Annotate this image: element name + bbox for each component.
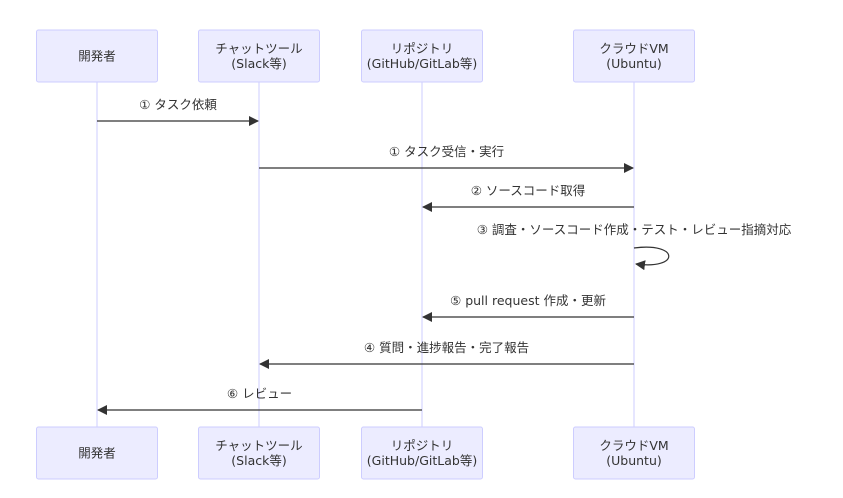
participant-label: (Ubuntu) — [606, 453, 662, 468]
participant-label: リポジトリ — [391, 438, 454, 453]
participant-vm-top: クラウドVM(Ubuntu) — [573, 29, 695, 83]
message-label: ⑤ pull request 作成・更新 — [450, 293, 606, 308]
participant-dev-top: 開発者 — [36, 29, 158, 83]
participant-box — [361, 426, 483, 480]
participant-label: チャットツール — [215, 438, 302, 453]
participant-label: (Slack等) — [231, 453, 286, 468]
participant-label: リポジトリ — [391, 41, 454, 56]
message-7: ⑥ レビュー — [97, 386, 422, 415]
message-3: ② ソースコード取得 — [422, 183, 634, 212]
participant-box — [36, 29, 158, 83]
message-1: ① タスク依頼 — [97, 97, 259, 126]
message-label: ② ソースコード取得 — [471, 183, 586, 198]
participant-repo-bottom: リポジトリ(GitHub/GitLab等) — [361, 426, 483, 480]
message-label: ① タスク依頼 — [139, 97, 217, 112]
message-4: ③ 調査・ソースコード作成・テスト・レビュー指摘対応 — [477, 222, 792, 271]
participant-dev-bottom: 開発者 — [36, 426, 158, 480]
participant-box — [198, 29, 320, 83]
participant-label: (GitHub/GitLab等) — [367, 56, 477, 71]
participant-label: クラウドVM — [599, 438, 668, 453]
message-label: ④ 質問・進捗報告・完了報告 — [364, 340, 529, 355]
participant-box — [361, 29, 483, 83]
message-6: ④ 質問・進捗報告・完了報告 — [259, 340, 634, 369]
participant-label: (GitHub/GitLab等) — [367, 453, 477, 468]
participant-box — [573, 426, 695, 480]
participant-box — [36, 426, 158, 480]
participant-box — [573, 29, 695, 83]
participant-label: チャットツール — [215, 41, 302, 56]
participant-box — [198, 426, 320, 480]
participant-repo-top: リポジトリ(GitHub/GitLab等) — [361, 29, 483, 83]
participant-chat-bottom: チャットツール(Slack等) — [198, 426, 320, 480]
participant-vm-bottom: クラウドVM(Ubuntu) — [573, 426, 695, 480]
participant-chat-top: チャットツール(Slack等) — [198, 29, 320, 83]
participant-label: 開発者 — [78, 49, 116, 64]
message-arrow — [633, 246, 670, 271]
participant-label: クラウドVM — [599, 41, 668, 56]
participant-label: (Ubuntu) — [606, 56, 662, 71]
message-5: ⑤ pull request 作成・更新 — [422, 293, 634, 322]
participant-label: 開発者 — [78, 446, 116, 461]
message-label: ① タスク受信・実行 — [389, 144, 504, 159]
message-2: ① タスク受信・実行 — [259, 144, 634, 173]
message-label: ③ 調査・ソースコード作成・テスト・レビュー指摘対応 — [477, 222, 792, 237]
participant-label: (Slack等) — [231, 56, 286, 71]
message-label: ⑥ レビュー — [227, 386, 292, 401]
